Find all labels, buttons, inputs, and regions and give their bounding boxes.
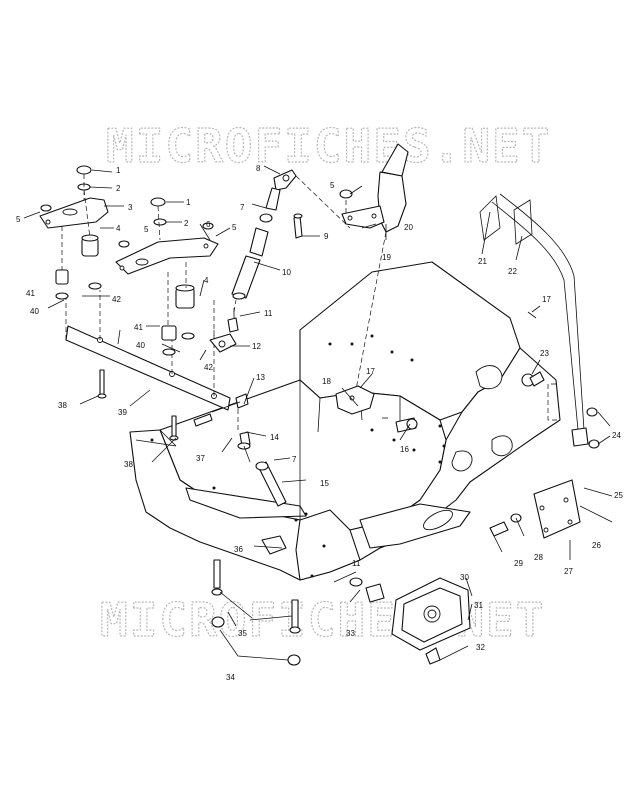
- callout-42b: 42: [112, 295, 121, 304]
- callout-38: 38: [58, 401, 67, 410]
- callout-17: 17: [366, 367, 375, 376]
- callout-36: 36: [234, 545, 243, 554]
- callout-18: 18: [322, 377, 331, 386]
- callout-13: 13: [256, 373, 265, 382]
- callout-2b: 2: [184, 219, 189, 228]
- steering-arm-3: [39, 165, 109, 300]
- callout-14: 14: [270, 433, 279, 442]
- callout-5d: 5: [330, 181, 335, 190]
- leader-lines: [23, 165, 613, 661]
- callout-27: 27: [564, 567, 573, 576]
- callout-42: 42: [204, 363, 213, 372]
- callout-17b: 17: [542, 295, 551, 304]
- callout-24: 24: [612, 431, 621, 440]
- callout-28: 28: [534, 553, 543, 562]
- callout-41: 41: [26, 289, 35, 298]
- bracket-18: [335, 385, 418, 433]
- callout-22: 22: [508, 267, 517, 276]
- callout-33: 33: [346, 629, 355, 638]
- bolts-34-35: [211, 559, 301, 666]
- callout-19: 19: [382, 253, 391, 262]
- callout-5b: 5: [144, 225, 149, 234]
- callout-labels: 1 2 3 4 5 1 2 5 6 5 4 7 8 9 10 11 12 42 …: [16, 164, 623, 682]
- callout-12: 12: [252, 342, 261, 351]
- callout-8: 8: [256, 164, 261, 173]
- bracket-plate-25: [489, 479, 581, 539]
- callout-5: 5: [16, 215, 21, 224]
- callout-5c: 5: [232, 223, 237, 232]
- callout-16: 16: [400, 445, 409, 454]
- callout-20: 20: [404, 223, 413, 232]
- callout-10: 10: [282, 268, 291, 277]
- callout-15: 15: [320, 479, 329, 488]
- callout-6: 6: [206, 220, 211, 229]
- steering-arm-6: [115, 197, 219, 356]
- callout-21: 21: [478, 257, 487, 266]
- callout-26: 26: [592, 541, 601, 550]
- callout-31: 31: [474, 601, 483, 610]
- callout-9: 9: [324, 232, 329, 241]
- callout-35: 35: [238, 629, 247, 638]
- bracket-19-20: [339, 143, 409, 401]
- shaft-15: [237, 400, 287, 507]
- bolt-38: [97, 369, 213, 441]
- rod-end-12: [209, 299, 239, 353]
- callout-39: 39: [118, 408, 127, 417]
- callout-38b: 38: [124, 460, 133, 469]
- callout-32: 32: [476, 643, 485, 652]
- callout-25: 25: [614, 491, 623, 500]
- callout-11b: 11: [352, 559, 361, 568]
- callout-40: 40: [30, 307, 39, 316]
- nut-13: [211, 393, 249, 413]
- bolt-23: [521, 311, 600, 449]
- handle-bar-22: [479, 193, 589, 447]
- callout-1b: 1: [186, 198, 191, 207]
- callout-29: 29: [514, 559, 523, 568]
- upper-rod-10: [231, 169, 351, 300]
- watermark-top: MICROFICHES.NET: [106, 119, 551, 173]
- callout-7b: 7: [292, 455, 297, 464]
- cover-30-31: [349, 577, 471, 665]
- callout-3: 3: [128, 203, 133, 212]
- callout-1: 1: [116, 166, 121, 175]
- bushing-36: [261, 535, 287, 555]
- callout-4b: 4: [204, 276, 209, 285]
- callout-40b: 40: [136, 341, 145, 350]
- callout-23: 23: [540, 349, 549, 358]
- tie-rod-39: [65, 290, 231, 411]
- callout-2: 2: [116, 184, 121, 193]
- callout-41b: 41: [134, 323, 143, 332]
- callout-34: 34: [226, 673, 235, 682]
- callout-37: 37: [196, 454, 205, 463]
- callout-11: 11: [264, 309, 273, 318]
- callout-30: 30: [460, 573, 469, 582]
- callout-7: 7: [240, 203, 245, 212]
- callout-4: 4: [116, 224, 121, 233]
